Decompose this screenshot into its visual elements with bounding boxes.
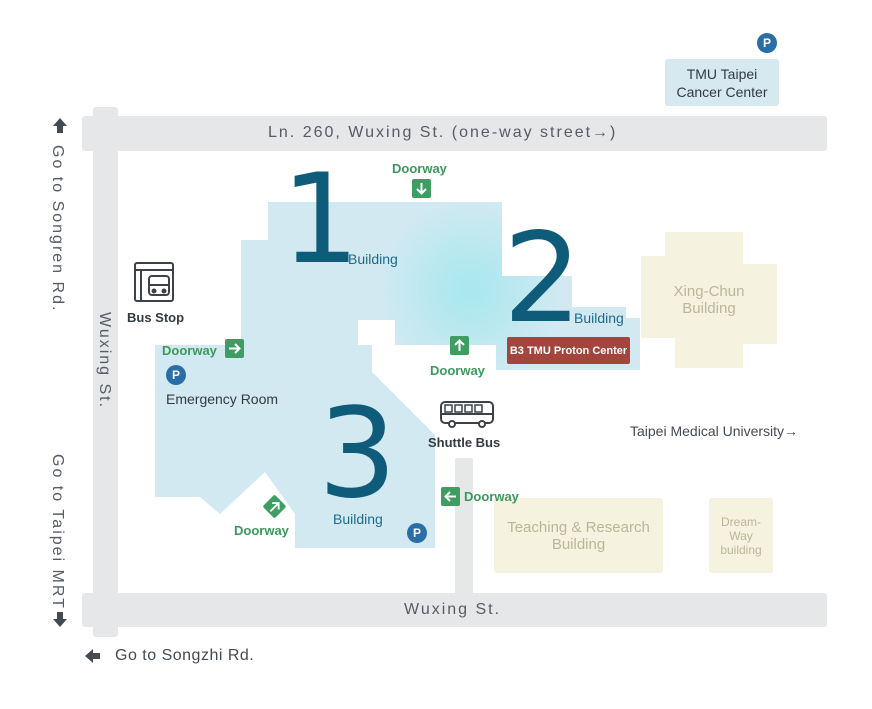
xing-chun-line1: Xing-Chun [673, 283, 745, 300]
building-3-label: Building [333, 511, 383, 527]
direction-songren: Go to Songren Rd. [49, 145, 66, 313]
parking-icon-cancer-center: P [757, 33, 777, 53]
cancer-center-line1: TMU Taipei [686, 65, 758, 82]
road-label-wuxing-vertical: Wuxing St. [96, 312, 113, 410]
road-ln260 [82, 116, 827, 151]
road-wuxing-vertical [93, 107, 118, 637]
emergency-room-label: Emergency Room [166, 391, 279, 407]
parking-icon-building3: P [407, 523, 427, 543]
shuttle-bus-icon [440, 401, 494, 428]
building-2-label: Building [574, 310, 624, 326]
dream-line3: building [720, 542, 762, 557]
building-1-2-area [241, 202, 640, 370]
dream-way-building: Dream- Way building [709, 498, 773, 573]
building-1-label: Building [348, 251, 398, 267]
teaching-line2: Building [551, 535, 606, 553]
doorway-arrow-diagonal-icon [262, 494, 287, 519]
xing-chun-shape [641, 232, 777, 368]
teaching-research-building: Teaching & Research Building [494, 498, 663, 573]
direction-arrow-up-icon [53, 118, 67, 133]
road-wuxing-bottom [82, 593, 827, 627]
road-label-ln260: Ln. 260, Wuxing St. (one-way street→) [268, 124, 618, 141]
bus-stop-label: Bus Stop [127, 310, 185, 325]
doorway-arrow-right-icon [225, 339, 244, 358]
bus-stop-icon [134, 262, 174, 302]
building-3-number: 3 [318, 382, 397, 526]
doorway-label-building3: Doorway [234, 523, 289, 538]
direction-arrow-down-icon [53, 612, 67, 627]
direction-taipei-mrt: Go to Taipei MRT [49, 454, 66, 610]
xing-chun-building: Xing-Chun Building [641, 232, 777, 368]
doorway-arrow-down-icon [412, 179, 431, 198]
teaching-line1: Teaching & Research [507, 518, 650, 536]
xing-chun-line2: Building [682, 300, 736, 317]
dream-line1: Dream- [720, 514, 761, 529]
doorway-label-service: Doorway [464, 489, 519, 504]
building-3-area [155, 345, 435, 548]
building-2-number: 2 [503, 207, 582, 351]
doorway-label-top: Doorway [392, 161, 447, 176]
doorway-arrow-up-icon [450, 336, 469, 355]
direction-arrow-left-icon [85, 649, 100, 663]
road-service-lane [455, 458, 473, 598]
proton-center-badge: B3 TMU Proton Center [507, 337, 630, 364]
building-1-number: 1 [281, 148, 360, 292]
dream-line2: Way [729, 528, 753, 543]
shuttle-bus-label: Shuttle Bus [428, 435, 501, 450]
parking-icon-emergency: P [166, 365, 186, 385]
road-label-wuxing-bottom: Wuxing St. [404, 601, 502, 618]
doorway-arrow-left-icon [441, 487, 460, 506]
cancer-center-line2: Cancer Center [676, 83, 768, 100]
doorway-label-left: Doorway [162, 343, 217, 358]
cancer-center: TMU Taipei Cancer Center [665, 59, 779, 106]
doorway-label-building2: Doorway [430, 363, 485, 378]
direction-songzhi: Go to Songzhi Rd. [115, 647, 255, 664]
direction-tmu: Taipei Medical University→ [630, 423, 799, 439]
